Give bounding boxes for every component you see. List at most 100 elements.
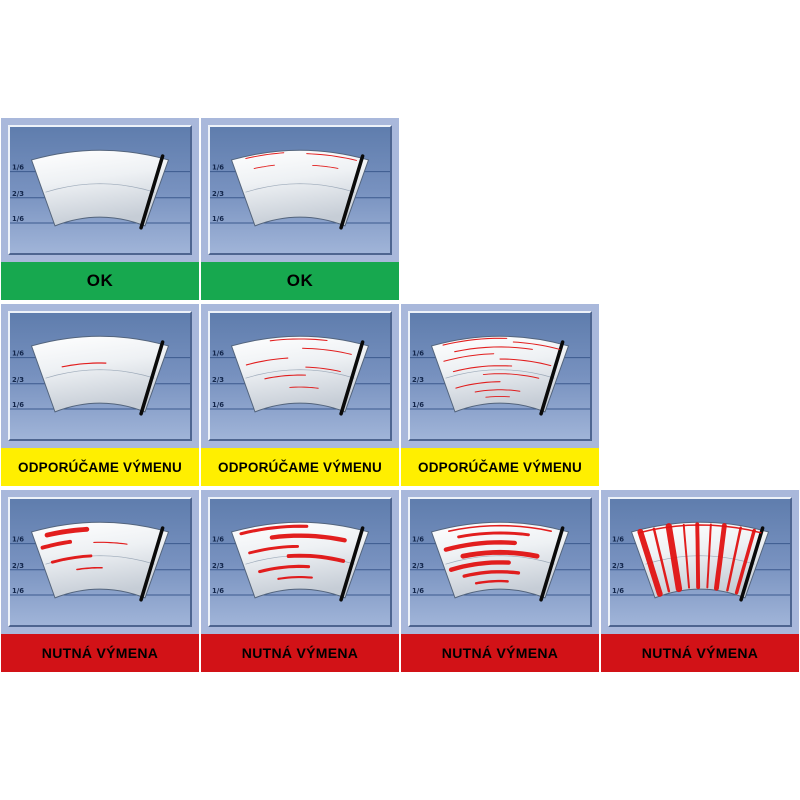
sweep-arc-line bbox=[45, 183, 155, 193]
wiper-sweep-illustration: 1/62/31/6 bbox=[10, 499, 190, 625]
wear-streak bbox=[512, 341, 561, 350]
scale-label: 1/6 bbox=[212, 215, 224, 223]
wear-streak bbox=[258, 564, 311, 574]
wear-drip-stripe bbox=[706, 523, 712, 589]
sweep-arc-line bbox=[645, 555, 755, 565]
wear-streak bbox=[448, 560, 511, 572]
status-band-alert: NUTNÁ VÝMENA bbox=[601, 634, 799, 672]
wear-streak bbox=[455, 381, 501, 389]
wiper-sweep-illustration: 1/62/31/6 bbox=[210, 313, 390, 439]
wiper-illustration-panel: 1/6 2/3 1/6 bbox=[408, 311, 592, 441]
scale-label: 1/6 bbox=[12, 536, 24, 544]
wiper-blade bbox=[339, 340, 365, 416]
wear-streak bbox=[269, 533, 347, 543]
wear-streak bbox=[457, 531, 530, 539]
wiper-blade bbox=[139, 526, 165, 602]
sweep-arc-line bbox=[445, 369, 555, 379]
wiper-sweep-area bbox=[30, 335, 170, 413]
scale-label: 1/6 bbox=[412, 350, 424, 358]
wear-drip-stripe bbox=[637, 528, 663, 597]
status-label: ODPORÚČAME VÝMENU bbox=[18, 459, 182, 475]
scale-label: 2/3 bbox=[212, 190, 224, 198]
wiper-sweep-illustration: 1/62/31/6 bbox=[210, 499, 390, 625]
wear-streak bbox=[443, 353, 495, 362]
status-label: OK bbox=[86, 271, 114, 290]
wear-streak bbox=[474, 579, 509, 585]
sweep-arc-line bbox=[445, 555, 555, 565]
wear-streak bbox=[40, 539, 73, 550]
wear-streak bbox=[312, 164, 339, 169]
wear-streak bbox=[245, 357, 289, 366]
wear-streak bbox=[452, 365, 513, 373]
scale-label: 2/3 bbox=[212, 562, 224, 570]
wear-streak bbox=[485, 396, 510, 398]
wiper-blade bbox=[339, 526, 365, 602]
wiper-blade bbox=[139, 154, 165, 230]
wear-streak bbox=[76, 566, 103, 571]
status-label: NUTNÁ VÝMENA bbox=[641, 645, 759, 661]
wear-streak bbox=[460, 549, 540, 559]
status-label: ODPORÚČAME VÝMENU bbox=[218, 459, 382, 475]
scale-label: 2/3 bbox=[12, 376, 24, 384]
wear-streak bbox=[61, 362, 107, 368]
scale-label: 1/6 bbox=[12, 401, 24, 409]
status-band-ok: OK bbox=[1, 262, 199, 300]
wiper-blade bbox=[739, 526, 765, 602]
wear-streak bbox=[264, 374, 307, 380]
wear-streak bbox=[482, 373, 540, 379]
scale-label: 1/6 bbox=[212, 164, 224, 172]
wear-streak bbox=[269, 338, 328, 342]
wear-streak bbox=[239, 524, 309, 536]
scale-label: 2/3 bbox=[412, 376, 424, 384]
wiper-illustration-panel: 1/6 2/3 1/6 bbox=[208, 125, 392, 255]
wear-drip-stripe bbox=[682, 523, 691, 589]
status-band-warn: ODPORÚČAME VÝMENU bbox=[401, 448, 599, 486]
status-label: NUTNÁ VÝMENA bbox=[441, 645, 559, 661]
wiper-blade bbox=[339, 154, 365, 230]
wiper-sweep-illustration: 1/6 2/3 1/6 bbox=[210, 127, 390, 253]
scale-label: 2/3 bbox=[12, 190, 24, 198]
wear-streak bbox=[248, 544, 300, 555]
scale-label: 1/6 bbox=[212, 350, 224, 358]
scale-label: 2/3 bbox=[12, 562, 24, 570]
wear-streak bbox=[442, 337, 508, 346]
scale-label: 1/6 bbox=[212, 587, 224, 595]
wear-streak bbox=[50, 554, 93, 564]
status-label: NUTNÁ VÝMENA bbox=[41, 645, 159, 661]
wear-streak bbox=[289, 386, 319, 389]
illustration-frame: 1/6 2/3 1/6 bbox=[201, 118, 399, 262]
status-band-alert: NUTNÁ VÝMENA bbox=[1, 634, 199, 672]
wiper-blade bbox=[539, 526, 565, 602]
status-label: OK bbox=[286, 271, 314, 290]
scale-label: 2/3 bbox=[212, 376, 224, 384]
wear-streak bbox=[305, 366, 341, 373]
wiper-sweep-area bbox=[230, 149, 370, 227]
illustration-frame: 1/6 2/3 1/6 bbox=[401, 304, 599, 448]
scale-label: 1/6 bbox=[412, 401, 424, 409]
status-band-ok: OK bbox=[201, 262, 399, 300]
scale-label: 1/6 bbox=[412, 536, 424, 544]
sweep-arc-line bbox=[245, 369, 355, 379]
status-band-warn: ODPORÚČAME VÝMENU bbox=[201, 448, 399, 486]
scale-label: 2/3 bbox=[412, 562, 424, 570]
wiper-blade bbox=[139, 340, 165, 416]
scale-label: 2/3 bbox=[612, 562, 624, 570]
wear-streak bbox=[443, 540, 517, 552]
wear-streak bbox=[454, 346, 533, 353]
